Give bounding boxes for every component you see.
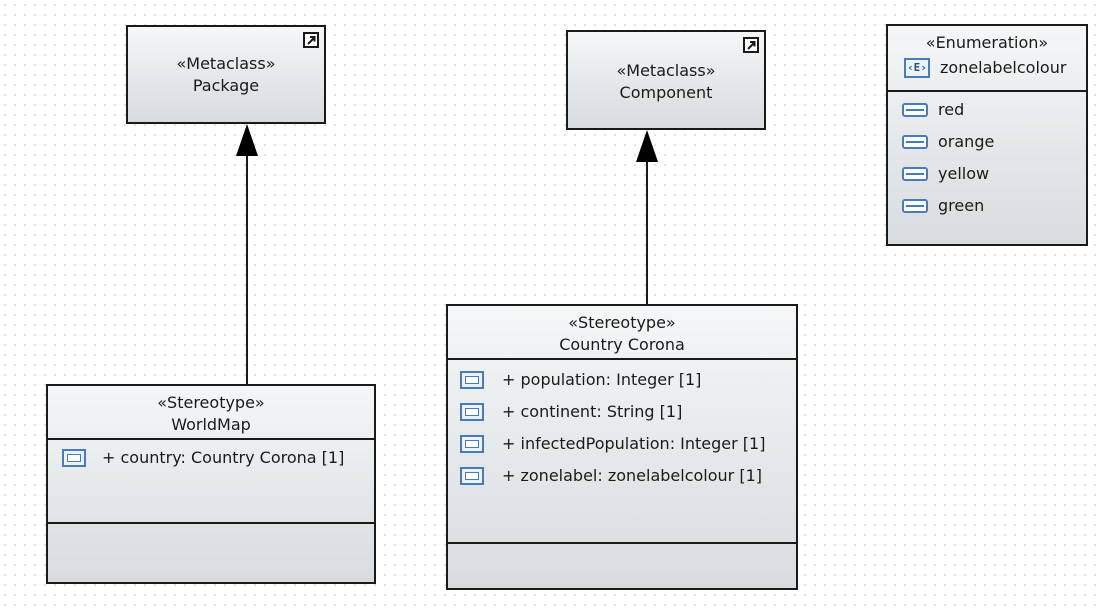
- extension-arrowhead: [636, 130, 658, 162]
- extension-countrycorona-to-component[interactable]: [636, 130, 658, 305]
- enumeration-name: zonelabelcolour: [940, 58, 1067, 77]
- attribute-icon: [62, 449, 86, 467]
- enumeration-icon: ‹E›: [904, 58, 930, 78]
- enum-literal[interactable]: orange: [888, 126, 1086, 158]
- literal-label: orange: [938, 132, 995, 151]
- stereotype-country-corona-box[interactable]: «Stereotype» Country Corona + population…: [446, 304, 798, 590]
- class-name: Package: [192, 76, 260, 95]
- enumeration-literal-icon: [902, 103, 928, 117]
- extension-arrowhead: [236, 124, 258, 156]
- attribute-icon: [460, 403, 484, 421]
- attribute-icon: [460, 467, 484, 485]
- class-name: WorldMap: [171, 415, 251, 434]
- stereotype-worldmap-box[interactable]: «Stereotype» WorldMap + country: Country…: [46, 384, 376, 584]
- literal-label: red: [938, 100, 965, 119]
- stereotype-header: «Stereotype» WorldMap: [48, 386, 374, 440]
- metaclass-package-box[interactable]: «Metaclass» Package: [126, 25, 326, 124]
- extension-worldmap-to-package[interactable]: [236, 124, 258, 385]
- enumeration-header: «Enumeration» ‹E› zonelabelcolour: [888, 26, 1086, 92]
- attribute-label: + continent: String [1]: [502, 402, 683, 421]
- enumeration-literal-icon: [902, 199, 928, 213]
- stereotype-header: «Stereotype» Country Corona: [448, 306, 796, 360]
- enum-literal[interactable]: green: [888, 190, 1086, 222]
- stereotype-label: «Metaclass»: [616, 61, 716, 80]
- attribute-row[interactable]: + zonelabel: zonelabelcolour [1]: [448, 460, 796, 492]
- shortcut-arrow-icon: [743, 37, 759, 53]
- attribute-label: + population: Integer [1]: [502, 370, 702, 389]
- attribute-label: + zonelabel: zonelabelcolour [1]: [502, 466, 762, 485]
- attribute-row[interactable]: + country: Country Corona [1]: [48, 442, 374, 474]
- class-name: Country Corona: [559, 335, 685, 354]
- literal-label: yellow: [938, 164, 990, 183]
- attribute-icon: [460, 435, 484, 453]
- attribute-row[interactable]: + continent: String [1]: [448, 396, 796, 428]
- attribute-icon: [460, 371, 484, 389]
- stereotype-label: «Stereotype»: [157, 393, 265, 412]
- shortcut-arrow-icon: [303, 32, 319, 48]
- stereotype-label: «Enumeration»: [925, 33, 1049, 52]
- enumeration-literal-icon: [902, 135, 928, 149]
- attribute-label: + country: Country Corona [1]: [102, 448, 345, 467]
- attribute-label: + infectedPopulation: Integer [1]: [502, 434, 766, 453]
- attribute-row[interactable]: + infectedPopulation: Integer [1]: [448, 428, 796, 460]
- enumeration-box[interactable]: «Enumeration» ‹E› zonelabelcolour red or…: [886, 24, 1088, 246]
- attribute-row[interactable]: + population: Integer [1]: [448, 364, 796, 396]
- enum-literal[interactable]: yellow: [888, 158, 1086, 190]
- enumeration-literals: red orange yellow green: [888, 92, 1086, 222]
- class-name: Component: [619, 83, 713, 102]
- literal-label: green: [938, 196, 985, 215]
- stereotype-label: «Metaclass»: [176, 54, 276, 73]
- attributes-compartment: + population: Integer [1] + continent: S…: [448, 360, 796, 544]
- stereotype-label: «Stereotype»: [568, 313, 676, 332]
- attributes-compartment: + country: Country Corona [1]: [48, 440, 374, 524]
- metaclass-component-box[interactable]: «Metaclass» Component: [566, 30, 766, 130]
- enum-literal[interactable]: red: [888, 94, 1086, 126]
- enumeration-literal-icon: [902, 167, 928, 181]
